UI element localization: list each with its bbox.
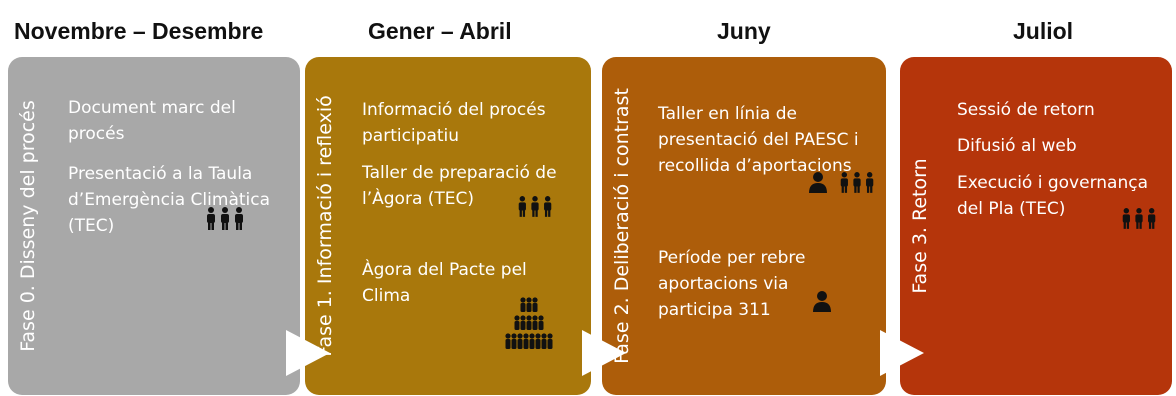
phase-3-panel: Fase 3. Retorn Sessió de retorn Difusió … (900, 57, 1172, 395)
group-icon (1122, 208, 1156, 229)
phase-3-item-execution: Execució i governança del Pla (TEC) (957, 173, 1148, 219)
phase-1-item-information: Informació del procés participatiu (362, 100, 546, 146)
group-icon (840, 172, 874, 193)
person-icon (813, 291, 831, 312)
phase-0-panel: Fase 0. Disseny del procés Document marc… (8, 57, 300, 395)
chevron-right-icon (582, 330, 626, 376)
period-title-june: Juny (717, 18, 771, 44)
period-title-jan-apr: Gener – Abril (368, 18, 512, 44)
phase-0-label: Fase 0. Disseny del procés (17, 100, 39, 352)
group-icon (518, 196, 552, 217)
crowd-icon (505, 297, 553, 349)
chevron-right-icon (880, 330, 924, 376)
phase-1-item-workshop: Taller de preparació de l’Àgora (TEC) (362, 163, 557, 209)
phase-3-item-web: Difusió al web (957, 136, 1077, 156)
phase-3-item-feedback-session: Sessió de retorn (957, 100, 1095, 120)
period-title-july: Juliol (1013, 18, 1074, 44)
phase-0-item-document: Document marc del procés (68, 98, 236, 144)
phase-1-item-agora: Àgora del Pacte pel Clima (362, 260, 527, 306)
phase-1-panel: Fase 1. Informació i reflexió Informació… (305, 57, 591, 395)
phase-2-panel: Fase 2. Deliberació i contrast Taller en… (602, 57, 886, 395)
phase-2-item-contributions-period: Període per rebre aportacions via partic… (658, 248, 806, 320)
chevron-right-icon (286, 330, 330, 376)
phase-0-item-presentation: Presentació a la Taula d’Emergència Clim… (68, 164, 271, 236)
person-icon (809, 172, 827, 193)
period-title-nov-dec: Novembre – Desembre (14, 18, 264, 44)
phase-2-item-online-workshop: Taller en línia de presentació del PAESC… (658, 104, 859, 176)
group-icon (207, 207, 243, 230)
